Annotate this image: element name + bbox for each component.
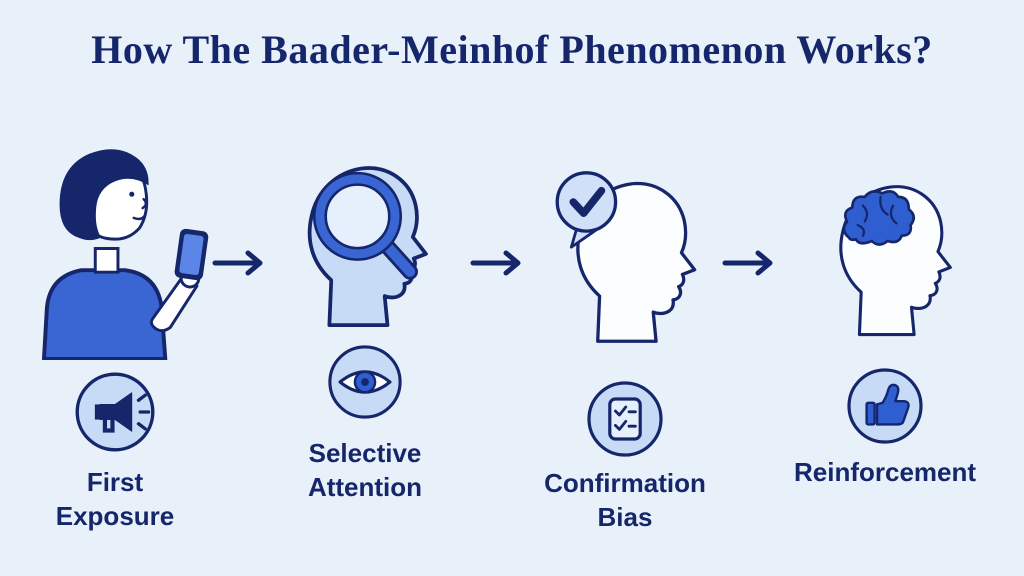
stage-reinforcement: Reinforcement bbox=[793, 172, 977, 490]
eye-icon bbox=[326, 343, 404, 421]
stage-label-reinforcement: Reinforcement bbox=[793, 457, 977, 487]
head-with-brain-illustration bbox=[810, 172, 960, 340]
arrow-right-icon bbox=[470, 250, 524, 276]
stage-label-first-exposure: First Exposure bbox=[55, 467, 175, 531]
head-with-check-bubble-illustration bbox=[545, 168, 705, 347]
stage-selective-attention: Selective Attention bbox=[280, 160, 450, 505]
arrow-right-icon bbox=[212, 250, 266, 276]
stage-confirmation-bias: Confirmation Bias bbox=[530, 168, 720, 535]
thumbs-up-icon bbox=[845, 366, 925, 446]
page-title: How The Baader-Meinhof Phenomenon Works? bbox=[91, 27, 933, 72]
megaphone-icon bbox=[73, 370, 157, 454]
stage-label-confirmation-bias: Confirmation Bias bbox=[544, 468, 706, 532]
woman-looking-at-phone-illustration bbox=[16, 138, 214, 361]
checklist-icon bbox=[585, 379, 665, 459]
head-with-magnifying-glass-illustration bbox=[290, 160, 440, 329]
stage-first-exposure: First Exposure bbox=[15, 138, 215, 534]
stage-label-selective-attention: Selective Attention bbox=[307, 438, 423, 502]
arrow-right-icon bbox=[722, 250, 776, 276]
